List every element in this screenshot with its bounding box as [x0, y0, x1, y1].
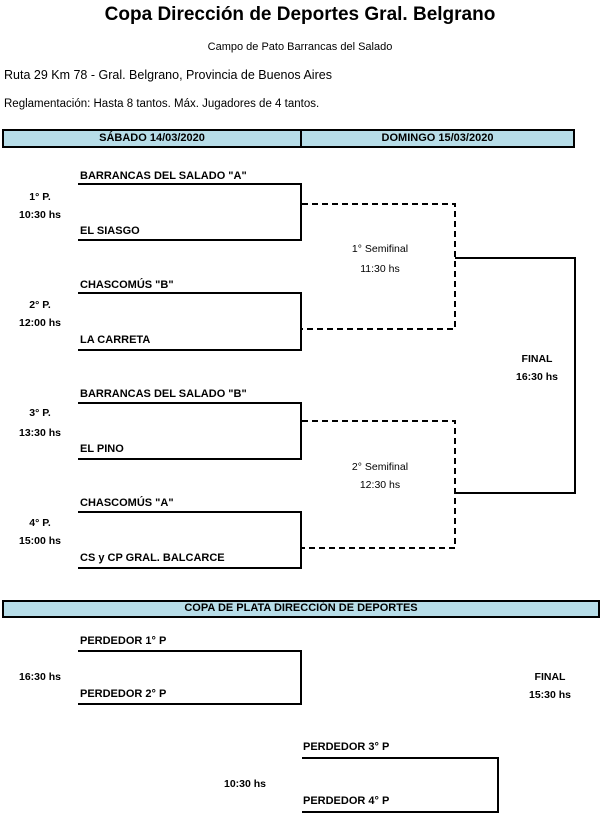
- match-4-team-b: CS y CP GRAL. BALCARCE: [80, 552, 225, 564]
- rules-line: Reglamentación: Hasta 8 tantos. Máx. Jug…: [4, 98, 320, 110]
- match-2-label: 2° P.: [29, 299, 51, 311]
- silver-cup-header: COPA DE PLATA DIRECCIÓN DE DEPORTES: [2, 600, 600, 618]
- match-3-team-a: BARRANCAS DEL SALADO "B": [80, 388, 247, 400]
- bracket-final: [455, 257, 576, 494]
- day-header-sunday: DOMINGO 15/03/2020: [300, 129, 575, 148]
- final-time: 16:30 hs: [515, 371, 559, 383]
- bracket-silver-2: [302, 757, 499, 813]
- match-3-time: 13:30 hs: [18, 427, 62, 439]
- bracket-match-3: [78, 402, 302, 460]
- silver-match-2-time: 10:30 hs: [223, 778, 267, 790]
- match-1-team-a: BARRANCAS DEL SALADO "A": [80, 170, 247, 182]
- bracket-match-4: [78, 511, 302, 569]
- match-4-team-a: CHASCOMÚS "A": [80, 497, 174, 509]
- semifinal-2-time: 12:30 hs: [359, 479, 401, 491]
- bracket-match-1: [78, 183, 302, 241]
- semifinal-1-time: 11:30 hs: [360, 263, 400, 275]
- match-1-label: 1° P.: [29, 191, 51, 203]
- semifinal-1-label: 1° Semifinal: [351, 243, 409, 255]
- silver-match-1-team-b: PERDEDOR 2° P: [80, 688, 167, 700]
- match-2-team-b: LA CARRETA: [80, 334, 151, 346]
- match-1-time: 10:30 hs: [18, 209, 62, 221]
- address-line: Ruta 29 Km 78 - Gral. Belgrano, Provinci…: [4, 68, 332, 82]
- page-title: Copa Dirección de Deportes Gral. Belgran…: [104, 4, 496, 25]
- final-label: FINAL: [521, 353, 553, 365]
- silver-final-time: 15:30 hs: [528, 689, 572, 701]
- silver-match-1-time: 16:30 hs: [18, 671, 62, 683]
- match-2-team-a: CHASCOMÚS "B": [80, 279, 174, 291]
- page-subtitle: Campo de Pato Barrancas del Salado: [207, 41, 393, 53]
- bracket-semifinal-1: [302, 203, 456, 330]
- silver-match-2-team-a: PERDEDOR 3° P: [303, 741, 390, 753]
- bracket-match-2: [78, 292, 302, 351]
- silver-final-label: FINAL: [534, 671, 566, 683]
- match-4-label: 4° P.: [29, 517, 51, 529]
- match-2-time: 12:00 hs: [18, 317, 62, 329]
- silver-match-2-team-b: PERDEDOR 4° P: [303, 795, 390, 807]
- bracket-silver-1: [78, 650, 302, 705]
- semifinal-2-label: 2° Semifinal: [351, 461, 409, 473]
- match-1-team-b: EL SIASGO: [80, 225, 140, 237]
- match-3-team-b: EL PINO: [80, 443, 124, 455]
- day-header-saturday: SÁBADO 14/03/2020: [2, 129, 302, 148]
- match-3-label: 3° P.: [29, 407, 51, 419]
- match-4-time: 15:00 hs: [18, 535, 62, 547]
- silver-match-1-team-a: PERDEDOR 1° P: [80, 635, 167, 647]
